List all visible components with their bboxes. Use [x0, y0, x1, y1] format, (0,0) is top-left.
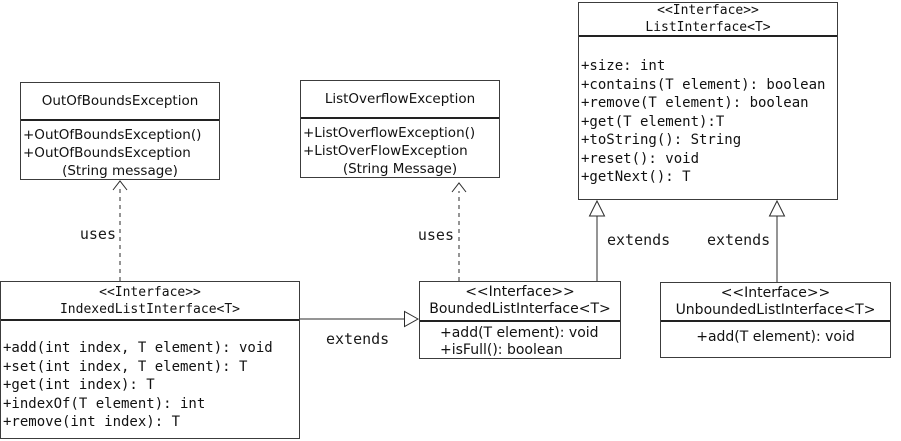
class-members-compartment: +ListOverflowException() +ListOverFlowEx…: [301, 119, 499, 183]
relationship-label-extends: extends: [707, 231, 771, 249]
stereotype-label: <<Interface>>: [99, 284, 201, 300]
member-line: +add(int index, T element): void: [3, 340, 273, 356]
member-line: +set(int index, T element): T: [3, 358, 248, 375]
class-name: IndexedListInterface<T>: [59, 301, 240, 317]
member-line: +get(int index): T: [3, 377, 155, 393]
relationship-label-uses: uses: [417, 226, 454, 244]
stereotype-label: <<Interface>>: [465, 284, 575, 300]
relationship-label-uses: uses: [79, 225, 116, 243]
stereotype-label: <<Interface>>: [720, 284, 831, 301]
relationship-label-extends: extends: [607, 231, 671, 249]
class-box-unboundedlistinterface: <<Interface>> UnboundedListInterface<T> …: [660, 282, 891, 358]
class-box-indexedlistinterface: <<Interface>> IndexedListInterface<T> +a…: [0, 281, 300, 439]
class-title-compartment: <<Interface>> UnboundedListInterface<T>: [661, 283, 890, 322]
class-title-compartment: <<Interface>> ListInterface<T>: [579, 3, 837, 37]
relationship-label-extends: extends: [326, 330, 390, 348]
member-line: +ListOverflowException(): [303, 125, 476, 141]
class-members-compartment: +size: int +contains(T element): boolean…: [579, 37, 837, 207]
member-line: +OutOfBoundsException(): [23, 127, 202, 143]
class-name: ListInterface<T>: [645, 20, 771, 35]
member-line: +getNext(): T: [581, 169, 691, 185]
member-line: +OutOfBoundsException: [23, 145, 191, 161]
member-line: +size: int: [581, 58, 666, 74]
class-members-compartment: +OutOfBoundsException() +OutOfBoundsExce…: [21, 121, 219, 185]
class-box-listinterface: <<Interface>> ListInterface<T> +size: in…: [578, 2, 838, 200]
open-arrowhead-icon: [451, 182, 467, 193]
class-members-compartment: +add(T element): void: [661, 322, 890, 353]
member-line: +remove(T element): boolean: [581, 95, 809, 111]
member-line: +reset(): void: [581, 150, 700, 167]
class-box-outofboundsexception: OutOfBoundsException +OutOfBoundsExcepti…: [20, 82, 220, 180]
member-line: +ListOverFlowException: [303, 143, 468, 159]
class-box-boundedlistinterface: <<Interface>> BoundedListInterface<T> +a…: [419, 281, 621, 359]
member-line: +contains(T element): boolean: [581, 76, 826, 93]
member-line: +remove(int index): T: [3, 414, 181, 430]
member-line: (String Message): [342, 161, 458, 177]
member-line: +isFull(): boolean: [440, 342, 563, 358]
member-line: +get(T element):T: [581, 113, 725, 130]
class-members-compartment: +add(T element): void +isFull(): boolean: [420, 322, 620, 359]
class-title-compartment: OutOfBoundsException: [21, 83, 219, 121]
member-line: (String message): [62, 163, 178, 179]
class-name: OutOfBoundsException: [41, 92, 199, 109]
class-box-listoverflowexception: ListOverflowException +ListOverflowExcep…: [300, 80, 500, 178]
stereotype-label: <<Interface>>: [657, 3, 759, 18]
member-line: +add(T element): void: [696, 329, 855, 345]
class-name: UnboundedListInterface<T>: [675, 301, 876, 318]
class-members-compartment: +add(int index, T element): void +set(in…: [1, 321, 299, 441]
class-name: BoundedListInterface<T>: [429, 301, 611, 317]
class-title-compartment: <<Interface>> IndexedListInterface<T>: [1, 282, 299, 321]
member-line: +add(T element): void: [440, 325, 599, 341]
member-line: +indexOf(T element): int: [3, 395, 206, 412]
hollow-triangle-arrowhead-icon: [404, 310, 420, 328]
class-name: ListOverflowException: [324, 90, 476, 107]
member-line: +toString(): String: [581, 132, 742, 148]
class-title-compartment: ListOverflowException: [301, 81, 499, 119]
class-title-compartment: <<Interface>> BoundedListInterface<T>: [420, 282, 620, 322]
